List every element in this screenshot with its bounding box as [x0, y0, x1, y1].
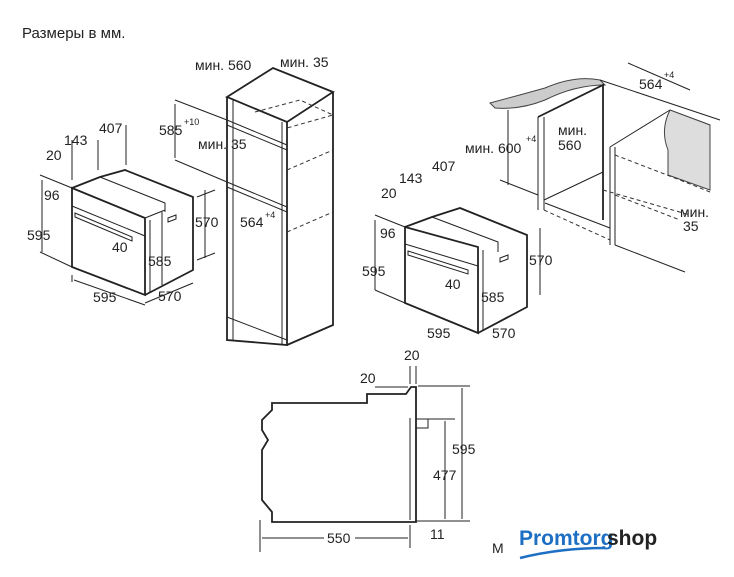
dim-height-570: 570: [529, 252, 553, 268]
dim-depth-407: 407: [99, 120, 123, 136]
promtorgshop-logo: Promtorg shop: [519, 527, 657, 560]
dim-height-585: 585: [148, 253, 172, 269]
dim-height-585: 585: [481, 289, 505, 305]
dim-step-20: 20: [360, 370, 376, 386]
dim-niche-564: 564: [639, 76, 663, 92]
dim-min-35-mid: мин. 35: [198, 136, 247, 152]
dim-depth-143: 143: [64, 132, 88, 148]
logo-text-shop: shop: [607, 527, 657, 550]
dim-width-595: 595: [427, 325, 451, 341]
page-title: Размеры в мм.: [22, 25, 125, 42]
dim-min-600: мин. 600: [465, 140, 522, 156]
dim-depth-570: 570: [492, 325, 516, 341]
tall-cabinet: мин. 560 мин. 35 585 +10 мин. 35 564 +4: [159, 54, 335, 346]
countertop-cabinet: мин. 600 +4 мин. 560 564 +4 мин. 35: [465, 62, 721, 273]
model-letter: M: [492, 540, 504, 556]
dim-panel-20: 20: [381, 185, 397, 201]
oven-side-view: 20 20 595 477 11 550: [259, 347, 476, 552]
dim-depth-143: 143: [399, 170, 423, 186]
dim-depth-550: 550: [327, 530, 351, 546]
dim-min-560-value: 560: [558, 137, 582, 153]
dim-40: 40: [112, 239, 128, 255]
dim-min-35-value: 35: [683, 218, 699, 234]
oven-dims-left: 407 143 20 96 595 40 570 585 595 570: [27, 120, 219, 306]
dim-niche-585-tolerance: +10: [184, 117, 199, 127]
oven-isometric-left: [71, 169, 194, 297]
dim-height-595: 595: [27, 227, 51, 243]
logo-text-promtorg: Promtorg: [519, 527, 614, 550]
dim-panel-depth-20: 20: [404, 347, 420, 363]
oven-isometric-right: 407 143 20 96 595 40 570 585 595 570: [362, 158, 553, 341]
dim-depth-570: 570: [158, 288, 182, 304]
dim-min-560: мин. 560: [195, 57, 252, 73]
dim-panel-20: 20: [46, 147, 62, 163]
dim-niche-564: 564: [240, 214, 264, 230]
footer: M Promtorg shop: [492, 527, 657, 560]
dim-niche-564-tolerance: +4: [265, 210, 275, 220]
dim-niche-564-tolerance: +4: [664, 70, 674, 80]
dim-height-570: 570: [195, 214, 219, 230]
dim-min-35-label: мин.: [680, 204, 709, 220]
dim-height-477: 477: [433, 467, 457, 483]
dim-width-595: 595: [93, 289, 117, 305]
dim-11: 11: [430, 526, 445, 542]
dim-niche-585: 585: [159, 122, 183, 138]
dim-96: 96: [380, 225, 396, 241]
dim-depth-407: 407: [432, 158, 456, 174]
dim-min-560-label: мин.: [558, 122, 587, 138]
dim-height-595: 595: [362, 263, 386, 279]
dim-40: 40: [445, 276, 461, 292]
dim-min-35-top: мин. 35: [280, 54, 329, 70]
logo-swoosh-icon: [519, 546, 606, 560]
dim-96: 96: [44, 187, 60, 203]
dim-height-595: 595: [452, 441, 476, 457]
dim-min-600-tolerance: +4: [526, 134, 536, 144]
